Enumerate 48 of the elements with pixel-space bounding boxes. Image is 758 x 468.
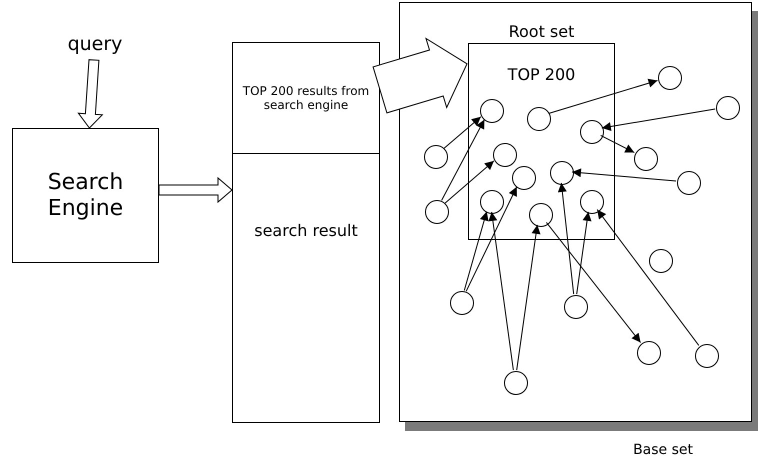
- arrow: [601, 108, 716, 131]
- box-label: search result: [253, 222, 359, 241]
- arrow: [441, 119, 485, 201]
- arrow: [444, 116, 482, 149]
- arrow: [488, 211, 514, 371]
- box-label: TOP 200: [506, 66, 576, 85]
- node-circle: [649, 249, 673, 273]
- node-circle: [637, 341, 661, 365]
- arrow: [596, 209, 700, 346]
- node-circle: [564, 295, 588, 319]
- arrow: [466, 186, 518, 292]
- block-arrow: [77, 59, 104, 129]
- set-title: Base set: [633, 442, 693, 459]
- node-circle: [695, 344, 719, 368]
- arrow: [444, 160, 494, 204]
- node-circle: [504, 371, 528, 395]
- node-circle: [677, 171, 701, 195]
- arrow: [571, 168, 677, 182]
- block-arrow: [372, 37, 468, 114]
- arrow: [600, 134, 635, 154]
- arrow: [548, 78, 658, 114]
- node-circle: [529, 203, 553, 227]
- set-title: Root set: [508, 22, 576, 42]
- node-circle: [634, 147, 658, 171]
- process-box: [232, 153, 380, 423]
- arrow: [576, 211, 592, 295]
- node-circle: [480, 99, 504, 123]
- arrow: [558, 182, 574, 295]
- node-circle: [425, 200, 449, 224]
- arrow: [546, 222, 642, 344]
- node-circle: [580, 190, 604, 214]
- node-circle: [493, 143, 517, 167]
- arrow: [464, 211, 489, 291]
- block-arrow: [158, 176, 233, 204]
- node-circle: [450, 291, 474, 315]
- node-circle: [512, 166, 536, 190]
- node-circle: [527, 107, 551, 131]
- node-circle: [580, 120, 604, 144]
- node-circle: [424, 145, 448, 169]
- node-circle: [480, 190, 504, 214]
- node-circle: [716, 96, 740, 120]
- query-label: query: [58, 28, 132, 60]
- box-label: Search Engine: [46, 170, 124, 222]
- node-circle: [658, 66, 682, 90]
- box-label: TOP 200 results from search engine: [242, 84, 370, 112]
- node-circle: [550, 161, 574, 185]
- arrow: [516, 224, 540, 371]
- process-box: [12, 128, 159, 263]
